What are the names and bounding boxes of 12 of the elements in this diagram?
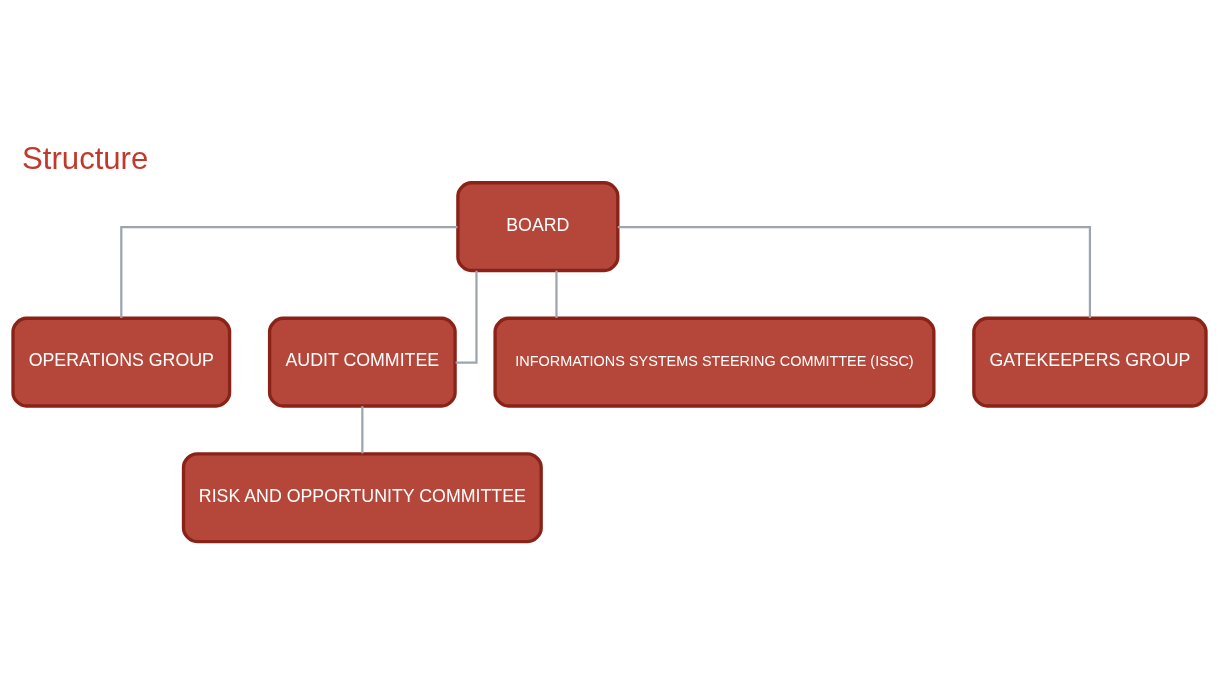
diagram-title: Structure	[22, 140, 149, 176]
connector	[361, 405, 364, 453]
connector	[555, 270, 558, 318]
connector	[617, 225, 1092, 318]
node-box: AUDIT COMMITEE	[267, 316, 457, 408]
connector	[120, 225, 458, 318]
node-box: GATEKEEPERS GROUP	[972, 316, 1208, 408]
connector	[455, 270, 478, 364]
node-box: OPERATIONS GROUP	[11, 316, 232, 408]
node-box: RISK AND OPPORTUNITY COMMITTEE	[181, 451, 543, 543]
node-box: BOARD	[456, 180, 620, 272]
node-box: INFORMATIONS SYSTEMS STEERING COMMITTEE (ISSC)	[493, 316, 936, 408]
